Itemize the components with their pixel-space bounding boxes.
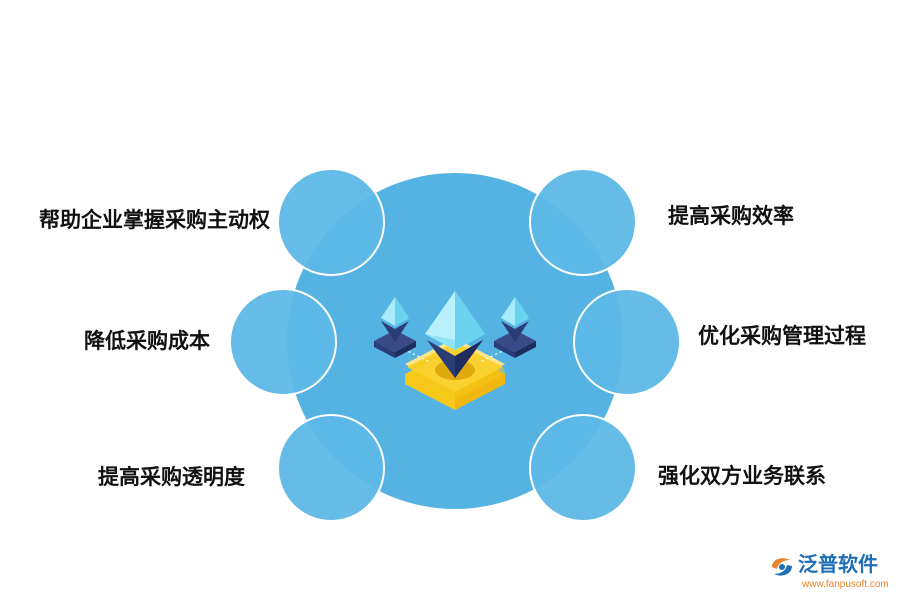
- fanpu-logo-icon: [772, 558, 792, 576]
- logo-name-text: 泛普软件: [798, 552, 878, 576]
- label-top-right: 提高采购效率: [668, 204, 794, 228]
- label-bottom-right: 强化双方业务联系: [658, 464, 826, 488]
- brand-logo: 泛普软件 www.fanpusoft.com: [768, 552, 896, 598]
- satellite-circle-bottom-left: [277, 414, 385, 522]
- label-middle-right: 优化采购管理过程: [698, 324, 866, 348]
- label-bottom-left: 提高采购透明度: [98, 465, 245, 489]
- satellite-circle-top-left: [277, 168, 385, 276]
- logo-url: www.fanpusoft.com: [802, 579, 889, 590]
- label-middle-left: 降低采购成本: [84, 329, 210, 353]
- satellite-circle-top-right: [529, 168, 637, 276]
- satellite-circle-middle-left: [229, 288, 337, 396]
- ethereum-crystal-platform-icon: [374, 291, 536, 410]
- label-top-left: 帮助企业掌握采购主动权: [39, 208, 270, 232]
- satellite-circle-middle-right: [573, 288, 681, 396]
- satellite-circle-bottom-right: [529, 414, 637, 522]
- logo-name: 泛普软件: [798, 552, 878, 576]
